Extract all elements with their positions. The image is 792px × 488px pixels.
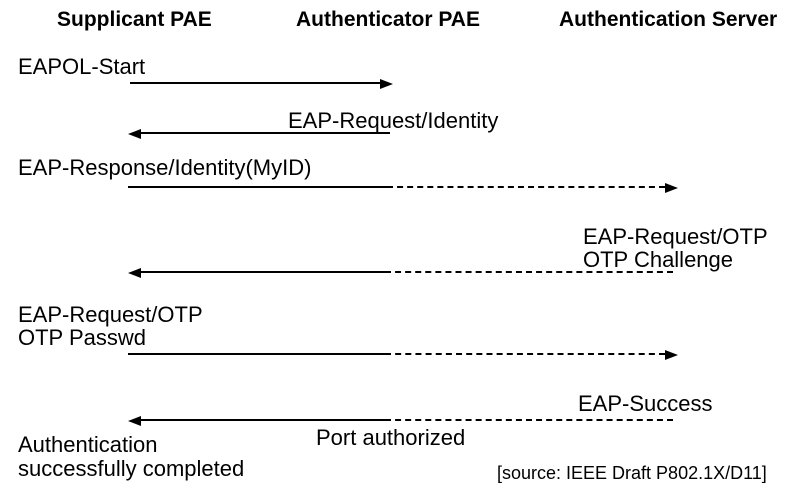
eapol-start-arrow (130, 79, 393, 89)
arrow-line-dashed (385, 419, 673, 421)
authentication-completed-label-line1: Authentication (18, 432, 158, 457)
arrow-line-solid (141, 271, 385, 273)
arrow-line (141, 132, 390, 134)
arrowhead-right-icon (380, 79, 393, 89)
arrowhead-left-icon (128, 416, 141, 426)
eap-response-otp-arrow (128, 350, 678, 360)
eap-request-otp-arrow (128, 268, 673, 278)
eap-success-arrow (128, 416, 673, 426)
source-note: [source: IEEE Draft P802.1X/D11] (497, 463, 767, 483)
arrowhead-left-icon (128, 268, 141, 278)
arrow-line-solid (128, 353, 385, 355)
eap-request-identity-arrow (128, 129, 390, 139)
arrow-line-solid (141, 419, 385, 421)
arrowhead-right-icon (665, 350, 678, 360)
arrow-line-solid (128, 186, 387, 188)
eap-request-otp-challenge-label-line1: EAP-Request/OTP (583, 224, 768, 249)
arrow-line-dashed (385, 271, 673, 273)
arrow-line-dashed (387, 186, 665, 188)
authentication-completed-label-line2: successfully completed (18, 456, 245, 481)
eap-response-identity-label: EAP-Response/Identity(MyID) (18, 155, 312, 180)
arrowhead-right-icon (665, 183, 678, 193)
column-header-supplicant-pae: Supplicant PAE (57, 8, 212, 31)
arrow-line-dashed (385, 353, 665, 355)
arrowhead-left-icon (128, 129, 141, 139)
column-header-authentication-server: Authentication Server (559, 8, 778, 31)
column-header-authenticator-pae: Authenticator PAE (296, 8, 480, 31)
eap-response-otp-passwd-label-line2: OTP Passwd (18, 325, 146, 350)
port-authorized-label: Port authorized (316, 425, 466, 450)
eap-request-identity-label: EAP-Request/Identity (288, 108, 499, 133)
eapol-start-label: EAPOL-Start (18, 54, 146, 79)
arrow-line (130, 82, 380, 84)
eap-response-identity-arrow (128, 183, 678, 193)
eap-success-label: EAP-Success (578, 391, 713, 416)
eap-response-otp-passwd-label-line1: EAP-Request/OTP (18, 302, 203, 327)
eap-request-otp-challenge-label-line2: OTP Challenge (583, 247, 734, 272)
